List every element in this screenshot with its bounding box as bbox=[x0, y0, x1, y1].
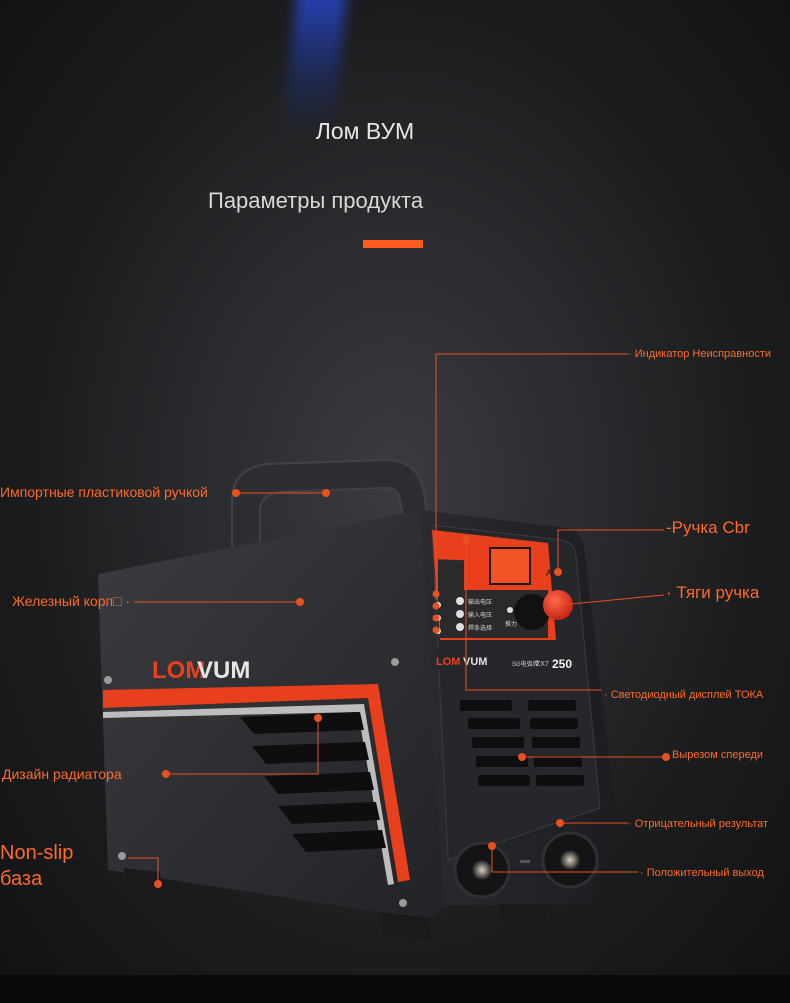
label-nonslip-2: база bbox=[0, 868, 43, 890]
svg-text:LOM: LOM bbox=[436, 656, 460, 668]
label-negative-output: · Отрицательный результат bbox=[628, 818, 769, 830]
radiator-vents bbox=[240, 712, 386, 852]
label-pull-knob: · Тяги ручка bbox=[666, 583, 760, 602]
label-iron-case: Железный корп□ · bbox=[12, 593, 131, 609]
display-unit: A bbox=[546, 568, 552, 578]
section-title: Параметры продукта bbox=[208, 188, 424, 213]
current-knob[interactable] bbox=[514, 590, 573, 630]
label-nonslip-1: Non-slip bbox=[0, 842, 74, 864]
label-led-display: · Светодиодный дисплей ТОКА bbox=[604, 689, 764, 701]
svg-text:推力: 推力 bbox=[505, 620, 517, 628]
brand-title: Лом ВУМ bbox=[315, 118, 415, 144]
svg-text:输出电压: 输出电压 bbox=[468, 598, 492, 606]
svg-text:SG电弧焊: SG电弧焊 bbox=[512, 660, 539, 668]
side-stripe bbox=[103, 684, 410, 882]
bottom-strip bbox=[0, 975, 790, 1003]
accent-bar bbox=[363, 240, 423, 248]
logo-vum: VUM bbox=[197, 657, 250, 684]
svg-text:输入电压: 输入电压 bbox=[468, 611, 492, 619]
front-vents bbox=[460, 700, 584, 786]
svg-text:焊条选择: 焊条选择 bbox=[468, 624, 492, 632]
model-number: 250 bbox=[552, 657, 572, 671]
callout-dots bbox=[154, 489, 670, 888]
svg-text:ZX7: ZX7 bbox=[536, 661, 549, 668]
label-positive-output: · Положительный выход bbox=[640, 867, 764, 879]
label-cbr-knob: -Ручка Cbr bbox=[666, 518, 750, 537]
label-front-cutout: Вырезом спереди bbox=[672, 749, 764, 761]
callout-lines bbox=[128, 353, 666, 884]
logo-lom: LOM bbox=[152, 657, 205, 684]
label-radiator: Дизайн радиатора bbox=[2, 766, 122, 782]
label-fault-indicator: · Индикатор Неисправности bbox=[628, 348, 772, 360]
svg-text:VUM: VUM bbox=[463, 656, 487, 668]
output-terminals bbox=[453, 831, 599, 899]
label-plastic-handle: Импортные пластиковой ручкой bbox=[0, 484, 208, 500]
